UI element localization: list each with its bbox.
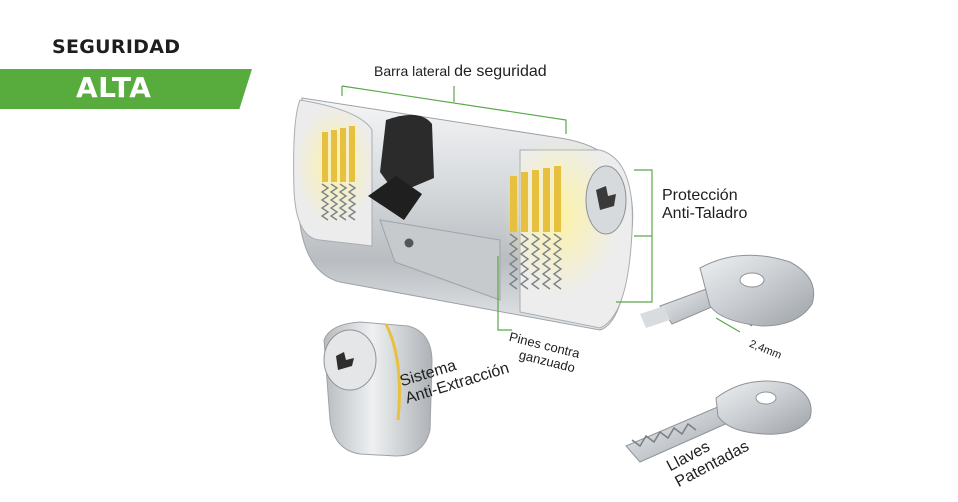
- cam: [368, 114, 434, 220]
- key-icon: [640, 254, 815, 328]
- lock-cylinder-illustration: [293, 97, 634, 331]
- security-level-label: SEGURIDAD: [52, 36, 181, 58]
- pins-left: [320, 126, 357, 221]
- feature-label-anti-drill: Protección Anti-Taladro: [662, 187, 747, 223]
- pins-right: [508, 166, 563, 290]
- feature-label-anti-drill-line1: Protección: [662, 187, 738, 204]
- security-level-banner: [0, 69, 252, 109]
- key-icon: [625, 380, 812, 463]
- security-level-value: ALTA: [76, 71, 152, 104]
- feature-label-side-bar-line1: Barra lateral: [374, 63, 451, 79]
- feature-label-anti-drill-line2: Anti-Taladro: [662, 204, 748, 222]
- cylinder-detail-illustration: [323, 321, 433, 457]
- feature-label-side-bar-line2: de seguridad: [454, 63, 547, 80]
- feature-label-side-bar: Barra lateral de seguridad: [374, 63, 547, 81]
